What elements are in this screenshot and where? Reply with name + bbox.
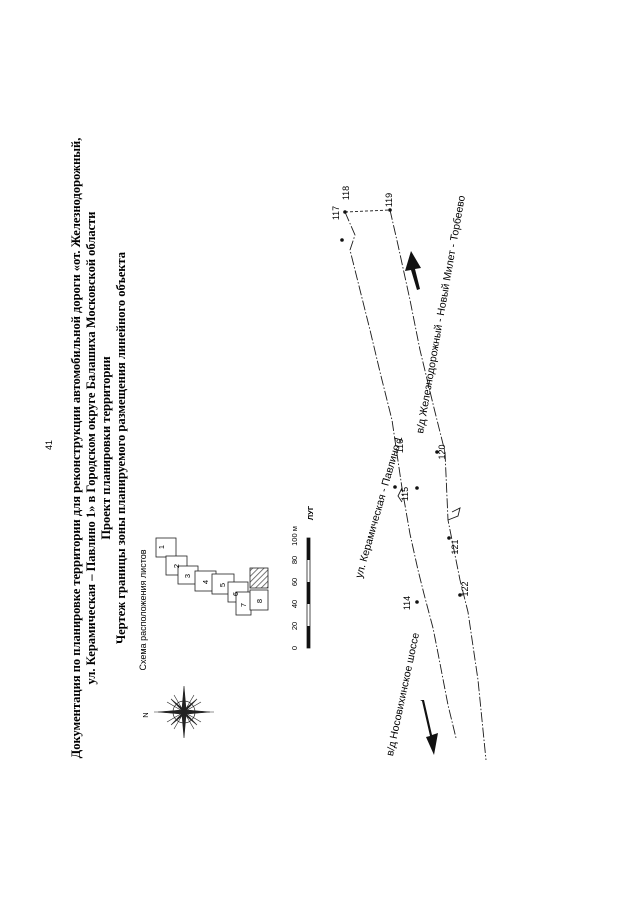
- sheet-layout-scheme: Схема расположения листов 1 2 3 4 5 6 7 …: [138, 537, 269, 671]
- scheme-title: Схема расположения листов: [138, 549, 148, 670]
- point-115: 115: [400, 487, 410, 501]
- svg-text:в/д Железнодорожный - Новый Ми: в/д Железнодорожный - Новый Милет - Торб…: [414, 194, 468, 434]
- sheet-1: 1: [157, 545, 166, 549]
- sheet-4: 4: [201, 580, 210, 584]
- title-line-2: ул. Керамическая – Павлино 1» в Городско…: [84, 211, 98, 684]
- point-119: 119: [384, 193, 394, 207]
- arrow-up-icon: [405, 251, 421, 290]
- sheet-8: 8: [255, 599, 264, 603]
- point-120: 120: [437, 444, 447, 459]
- street-label: ул. Керамическая - Павлино 1: [353, 435, 405, 580]
- title-line-4: Чертеж границы зоны планируемого размеще…: [114, 251, 128, 644]
- sheet-7: 7: [239, 603, 248, 607]
- planning-boundary: [344, 209, 487, 761]
- svg-text:в/д Носовихинское шоссе: в/д Носовихинское шоссе: [384, 632, 422, 758]
- sheet-6: 6: [231, 592, 240, 596]
- title-line-1: Документация по планировке территории дл…: [69, 138, 83, 759]
- point-118: 118: [341, 186, 351, 200]
- sheet-5: 5: [218, 583, 227, 587]
- scale-tick-40: 40: [290, 600, 299, 608]
- unit-marker: ЛУГ: [306, 505, 315, 520]
- point-121: 121: [450, 539, 460, 554]
- scale-tick-80: 80: [290, 556, 299, 564]
- sheet-2: 2: [172, 564, 181, 568]
- page-number: 41: [44, 440, 54, 450]
- point-114: 114: [402, 596, 412, 610]
- left-direction-label: в/д Носовихинское шоссе: [384, 632, 422, 758]
- right-direction-label: в/д Железнодорожный - Новый Милет - Торб…: [414, 194, 468, 434]
- north-label: N: [141, 712, 150, 717]
- title-line-3: Проект планировки территории: [99, 356, 113, 539]
- boundary-points: [340, 208, 462, 604]
- compass-rose-icon: N: [141, 685, 214, 739]
- scale-tick-20: 20: [290, 622, 299, 630]
- point-117: 117: [331, 206, 341, 220]
- sheet-3: 3: [183, 574, 192, 578]
- scale-tick-0: 0: [290, 646, 299, 650]
- scale-tick-60: 60: [290, 578, 299, 586]
- scale-tick-100: 100 м: [290, 526, 299, 546]
- point-122: 122: [460, 581, 470, 596]
- scale-bar: 0 20 40 60 80 100 м ЛУГ: [290, 505, 315, 650]
- arrow-down-icon: [420, 700, 438, 755]
- point-116: 116: [395, 439, 405, 453]
- title-block: Документация по планировке территории дл…: [69, 138, 128, 759]
